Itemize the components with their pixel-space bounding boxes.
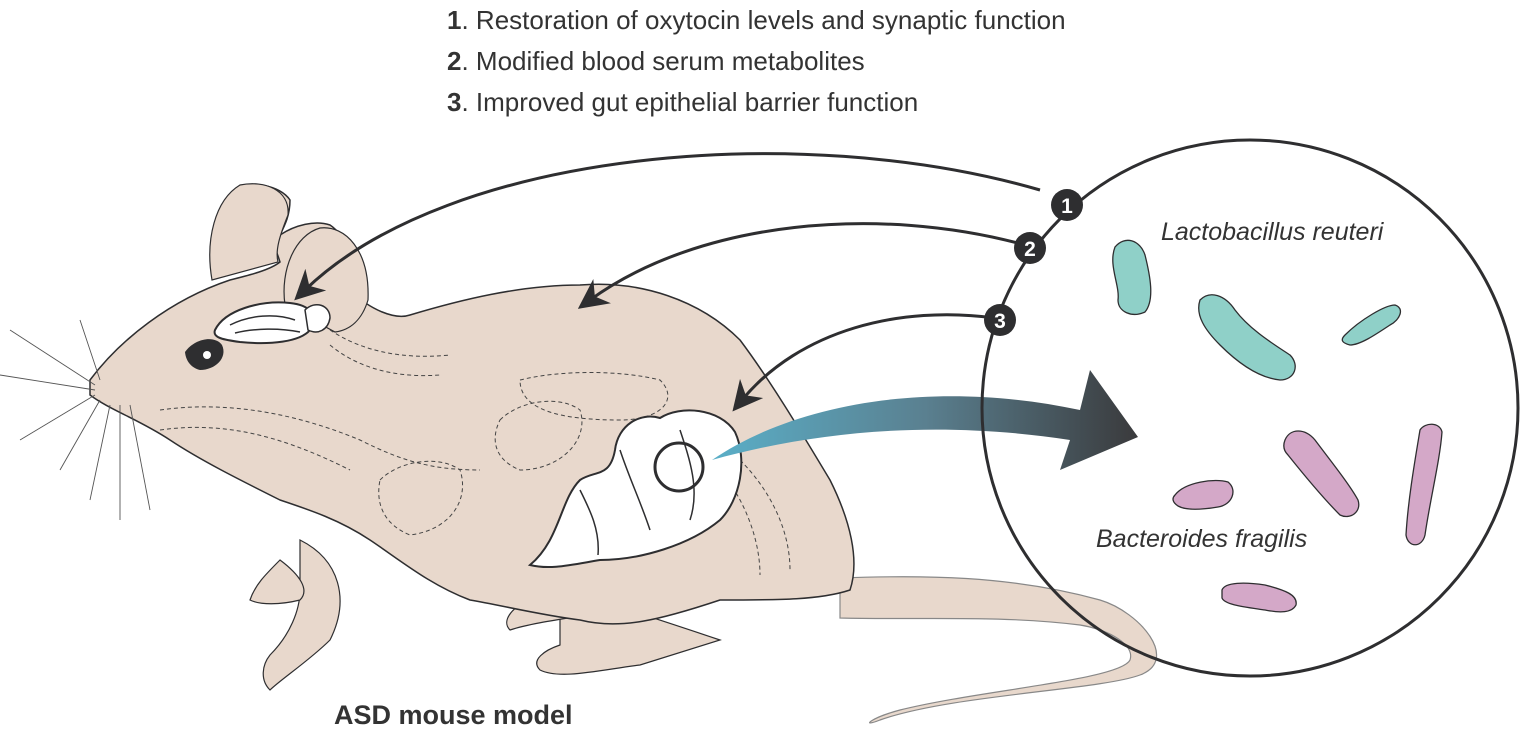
brain-icon	[213, 301, 331, 345]
svg-text:2: 2	[1024, 238, 1036, 261]
species-label-bacteroides: Bacteroides fragilis	[1096, 525, 1308, 553]
mouse-body	[89, 184, 855, 625]
legend-item-2: 2. Modified blood serum metabolites	[447, 46, 865, 76]
internal-organs-outline	[159, 329, 791, 576]
gut-magnifier-circle	[653, 441, 705, 493]
gut-icon	[527, 409, 743, 569]
arrow-to-brain	[294, 152, 1041, 301]
bacterium	[1341, 304, 1402, 346]
mouse-ear-back	[209, 183, 289, 281]
mouse-tail	[839, 576, 1158, 724]
effect-arrows	[294, 152, 1041, 412]
mouse-eye	[185, 339, 224, 370]
fore-legs	[249, 539, 341, 691]
figure-caption: ASD mouse model	[334, 700, 573, 730]
bacterium	[1172, 479, 1234, 510]
bacterium	[1198, 294, 1296, 381]
microbiome-circle	[980, 138, 1520, 678]
marker-badge-2: 2	[1014, 232, 1046, 264]
marker-badge-3: 3	[984, 304, 1016, 336]
svg-text:1: 1	[1061, 195, 1073, 218]
bacteroides-cells	[1172, 423, 1443, 613]
legend-item-1: 1. Restoration of oxytocin levels and sy…	[447, 5, 1066, 35]
bacterium	[1112, 239, 1152, 315]
bacterium	[1283, 430, 1360, 518]
marker-badge-1: 1	[1051, 189, 1083, 221]
bacterium	[1221, 582, 1297, 613]
arrow-to-blood	[577, 222, 1026, 309]
arrow-to-gut	[732, 313, 996, 412]
legend-item-3: 3. Improved gut epithelial barrier funct…	[447, 87, 919, 117]
svg-text:3: 3	[994, 310, 1006, 333]
whiskers	[0, 319, 151, 520]
gut-microbiome-arrow	[712, 370, 1138, 470]
effects-legend: 1. Restoration of oxytocin levels and sy…	[447, 0, 1066, 123]
lactobacillus-cells	[1112, 239, 1402, 381]
species-label-lactobacillus: Lactobacillus reuteri	[1161, 218, 1384, 246]
bacterium	[1405, 423, 1443, 546]
